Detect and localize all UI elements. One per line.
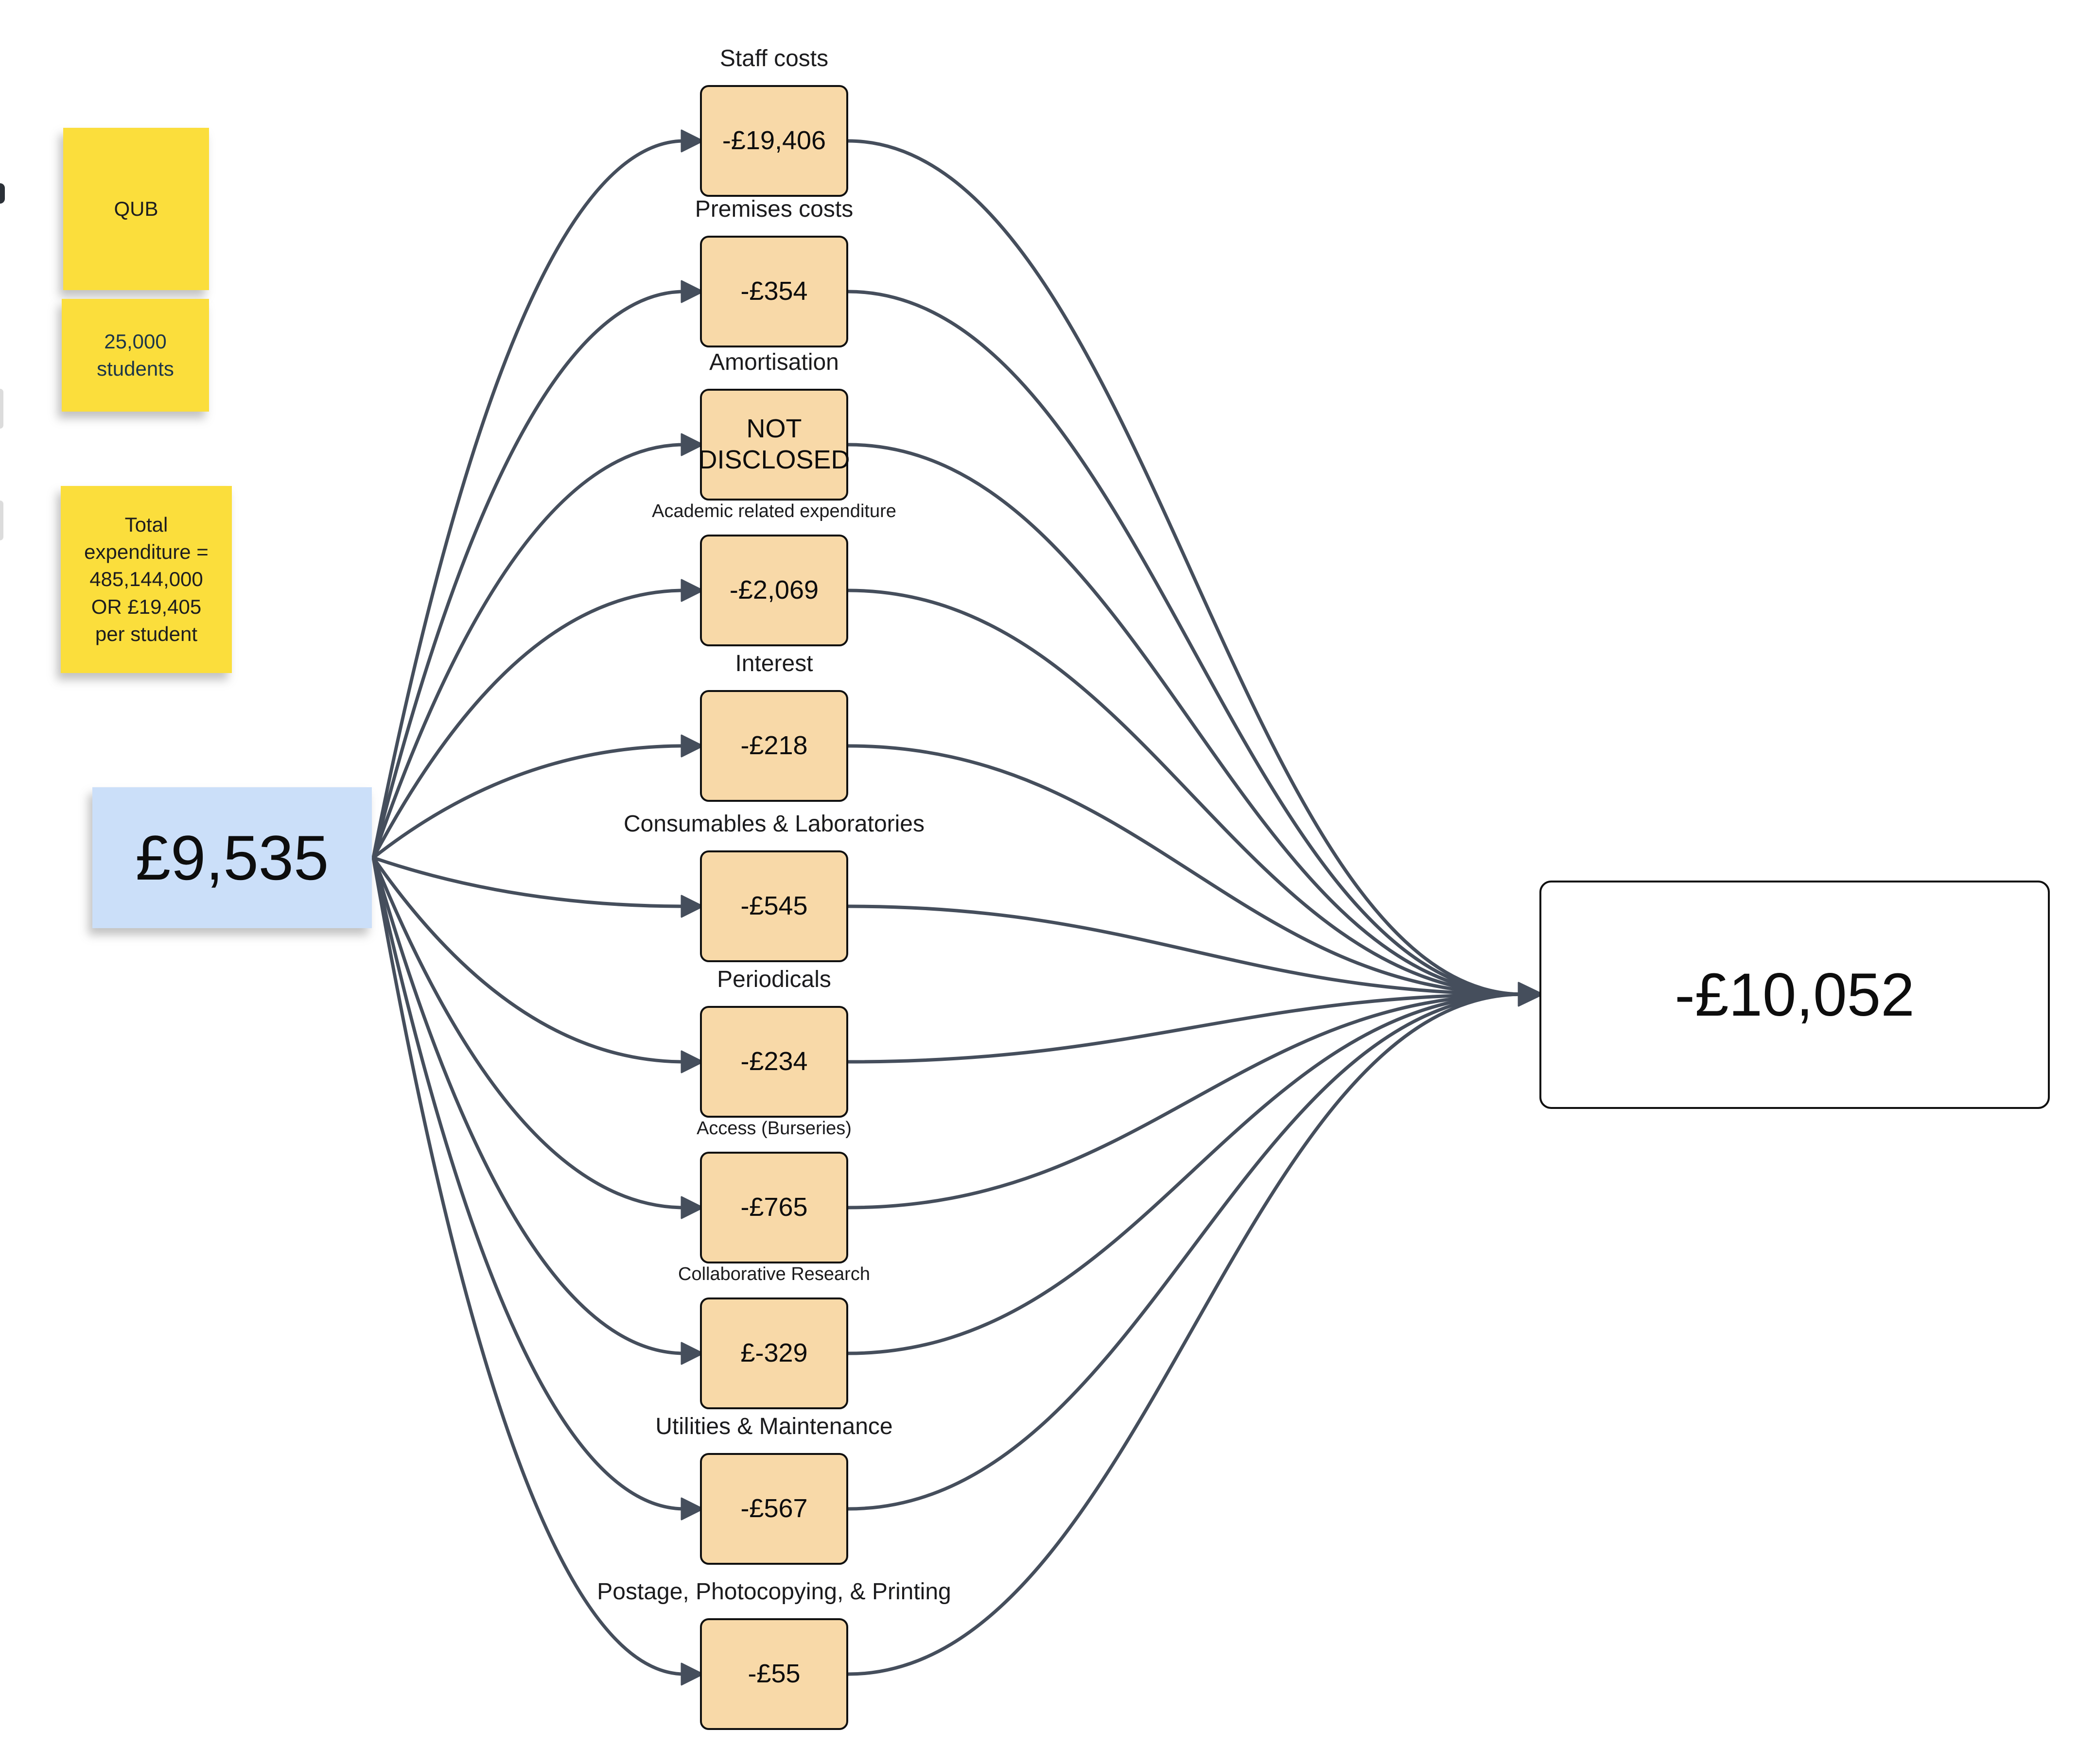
- category-value-box[interactable]: -£234: [700, 1006, 848, 1118]
- category-value-box[interactable]: NOT DISCLOSED: [698, 389, 850, 501]
- category-value-box[interactable]: -£55: [700, 1618, 848, 1730]
- category-label: Periodicals: [717, 967, 831, 992]
- sticky-note-text: QUB: [114, 197, 158, 220]
- category-value: -£567: [740, 1494, 808, 1523]
- category-label: Access (Burseries): [697, 1118, 852, 1139]
- category-value: -£55: [748, 1659, 801, 1689]
- sticky-note-students[interactable]: 25,000 students: [62, 299, 209, 412]
- source-fee-box[interactable]: £9,535: [92, 787, 372, 928]
- category-value: £-329: [740, 1338, 808, 1368]
- category-value: -£218: [740, 731, 808, 761]
- sticky-note-total-expenditure[interactable]: Total expenditure = 485,144,000 OR £19,4…: [61, 486, 232, 673]
- category-label: Academic related expenditure: [652, 501, 896, 521]
- sticky-note-qub[interactable]: QUB: [63, 128, 209, 290]
- category-value-box[interactable]: -£765: [700, 1152, 848, 1263]
- result-total-box[interactable]: -£10,052: [1539, 881, 2050, 1109]
- result-total-value: -£10,052: [1675, 961, 1915, 1029]
- category-label: Collaborative Research: [678, 1264, 870, 1284]
- category-label: Postage, Photocopying, & Printing: [597, 1579, 951, 1605]
- category-value: NOT DISCLOSED: [698, 414, 850, 474]
- category-value: -£19,406: [722, 126, 826, 156]
- category-label: Interest: [735, 651, 813, 676]
- sticky-note-text: 25,000 students: [97, 329, 174, 380]
- category-value-box[interactable]: £-329: [700, 1297, 848, 1409]
- category-value: -£545: [740, 891, 808, 921]
- category-value-box[interactable]: -£354: [700, 236, 848, 347]
- category-value-box[interactable]: -£567: [700, 1453, 848, 1565]
- category-value-box[interactable]: -£545: [700, 850, 848, 962]
- category-label: Amortisation: [709, 349, 839, 375]
- source-fee-value: £9,535: [135, 822, 329, 893]
- category-value: -£234: [740, 1047, 808, 1076]
- category-label: Consumables & Laboratories: [623, 811, 925, 837]
- category-value-box[interactable]: -£19,406: [700, 85, 848, 197]
- category-value: -£354: [740, 277, 808, 306]
- category-value-box[interactable]: -£218: [700, 690, 848, 802]
- category-label: Utilities & Maintenance: [655, 1414, 893, 1439]
- category-value: -£765: [740, 1193, 808, 1222]
- category-label: Premises costs: [695, 196, 854, 222]
- sticky-note-text: Total expenditure = 485,144,000 OR £19,4…: [84, 513, 209, 645]
- category-value-box[interactable]: -£2,069: [700, 535, 848, 646]
- category-label: Staff costs: [719, 46, 829, 71]
- cutoff-toolbar-smudge: [0, 389, 3, 429]
- cutoff-toolbar-smudge: [0, 501, 3, 540]
- category-value: -£2,069: [729, 575, 819, 605]
- cutoff-toolbar-icon: [0, 183, 5, 204]
